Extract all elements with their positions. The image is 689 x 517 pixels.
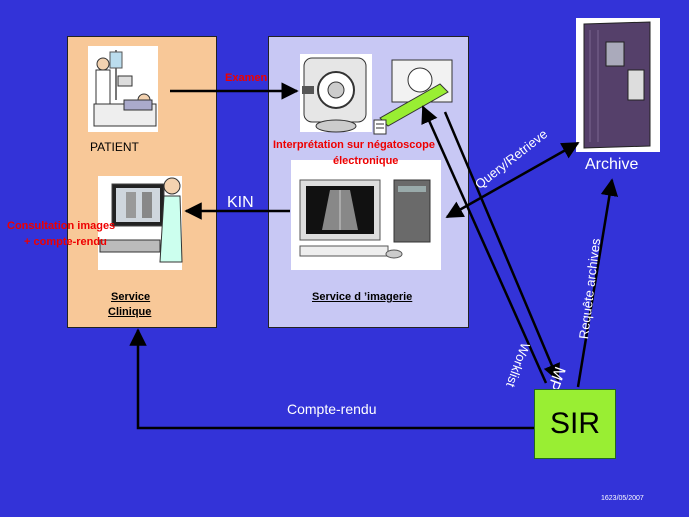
radiology-workstation-illustration: [291, 160, 441, 270]
compte-rendu-label: Compte-rendu: [287, 401, 377, 417]
archive-server-illustration: [576, 18, 660, 152]
clinical-service-title-line2: Clinique: [108, 306, 152, 318]
clinician-workstation-illustration: [98, 176, 183, 270]
compte-rendu-arrow: [129, 328, 534, 430]
query-retrieve-arrow: [445, 141, 580, 219]
kin-label: KIN: [227, 194, 254, 211]
sir-box: SIR: [534, 389, 616, 459]
mpps-arrow: [443, 111, 560, 382]
scanner-illustration: [300, 54, 453, 135]
sir-label: SIR: [549, 407, 600, 440]
worklist-arrow: [421, 105, 548, 384]
arrows: [129, 82, 619, 430]
archive-label: Archive: [585, 156, 639, 173]
patient-label: PATIENT: [90, 140, 139, 154]
consultation-label-line2: + compte-rendu: [24, 236, 107, 248]
examen-label: Examen: [225, 72, 268, 84]
footer-date-code: 1623/05/2007: [601, 495, 644, 502]
requete-archives-arrow: [576, 178, 619, 388]
imaging-service-title: Service d ’imagerie: [312, 291, 413, 303]
clinical-service-title-line1: Service: [111, 291, 151, 303]
patient-illustration: [88, 46, 158, 132]
interpretation-label-line1: Interprétation sur négatoscope: [273, 139, 435, 151]
consultation-label-line1: Consultation images: [7, 220, 116, 232]
interpretation-label-line2: électronique: [333, 155, 399, 167]
